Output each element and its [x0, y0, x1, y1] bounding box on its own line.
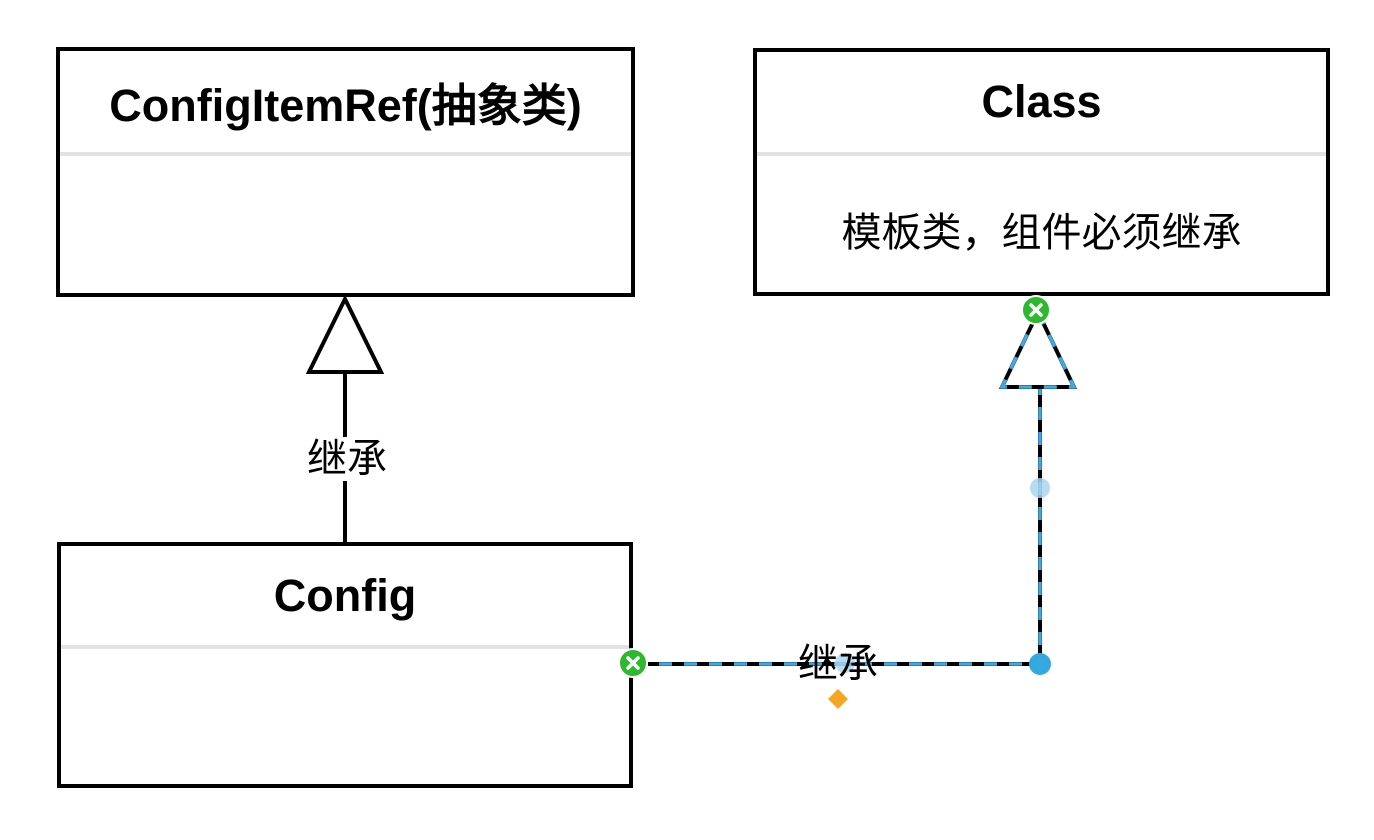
inheritance-arrowhead-icon	[305, 294, 385, 374]
x-icon	[626, 656, 640, 670]
class-title-config: Config	[273, 569, 417, 621]
class-title-class: Class	[981, 76, 1102, 127]
edge-config-to-configitemref[interactable]	[305, 294, 385, 542]
label-position-handle[interactable]	[835, 653, 855, 673]
class-node-configitemref[interactable]: ConfigItemRef(抽象类)	[56, 47, 635, 297]
class-divider	[757, 152, 1326, 156]
x-icon	[1029, 303, 1043, 317]
edge-line[interactable]	[648, 389, 1042, 666]
virtual-waypoint-handle[interactable]	[1030, 478, 1050, 498]
class-divider	[61, 645, 629, 649]
class-node-class[interactable]: Class 模板类，组件必须继承	[753, 48, 1330, 296]
class-title-configitemref: ConfigItemRef(抽象类)	[109, 80, 582, 131]
edge-label-inherit-right[interactable]: 继承	[798, 642, 878, 686]
selection-highlight-path	[634, 389, 1042, 666]
class-body-class: 模板类，组件必须继承	[841, 211, 1242, 255]
class-divider	[60, 152, 631, 156]
target-endpoint-handle[interactable]	[1021, 295, 1051, 325]
inheritance-arrowhead-icon	[998, 307, 1078, 389]
label-anchor-diamond-icon[interactable]	[828, 689, 848, 709]
edge-config-to-class[interactable]	[618, 295, 1078, 709]
edge-label-inherit-left[interactable]: 继承	[305, 437, 389, 481]
corner-waypoint-handle[interactable]	[1029, 653, 1051, 675]
source-endpoint-handle[interactable]	[618, 648, 648, 678]
